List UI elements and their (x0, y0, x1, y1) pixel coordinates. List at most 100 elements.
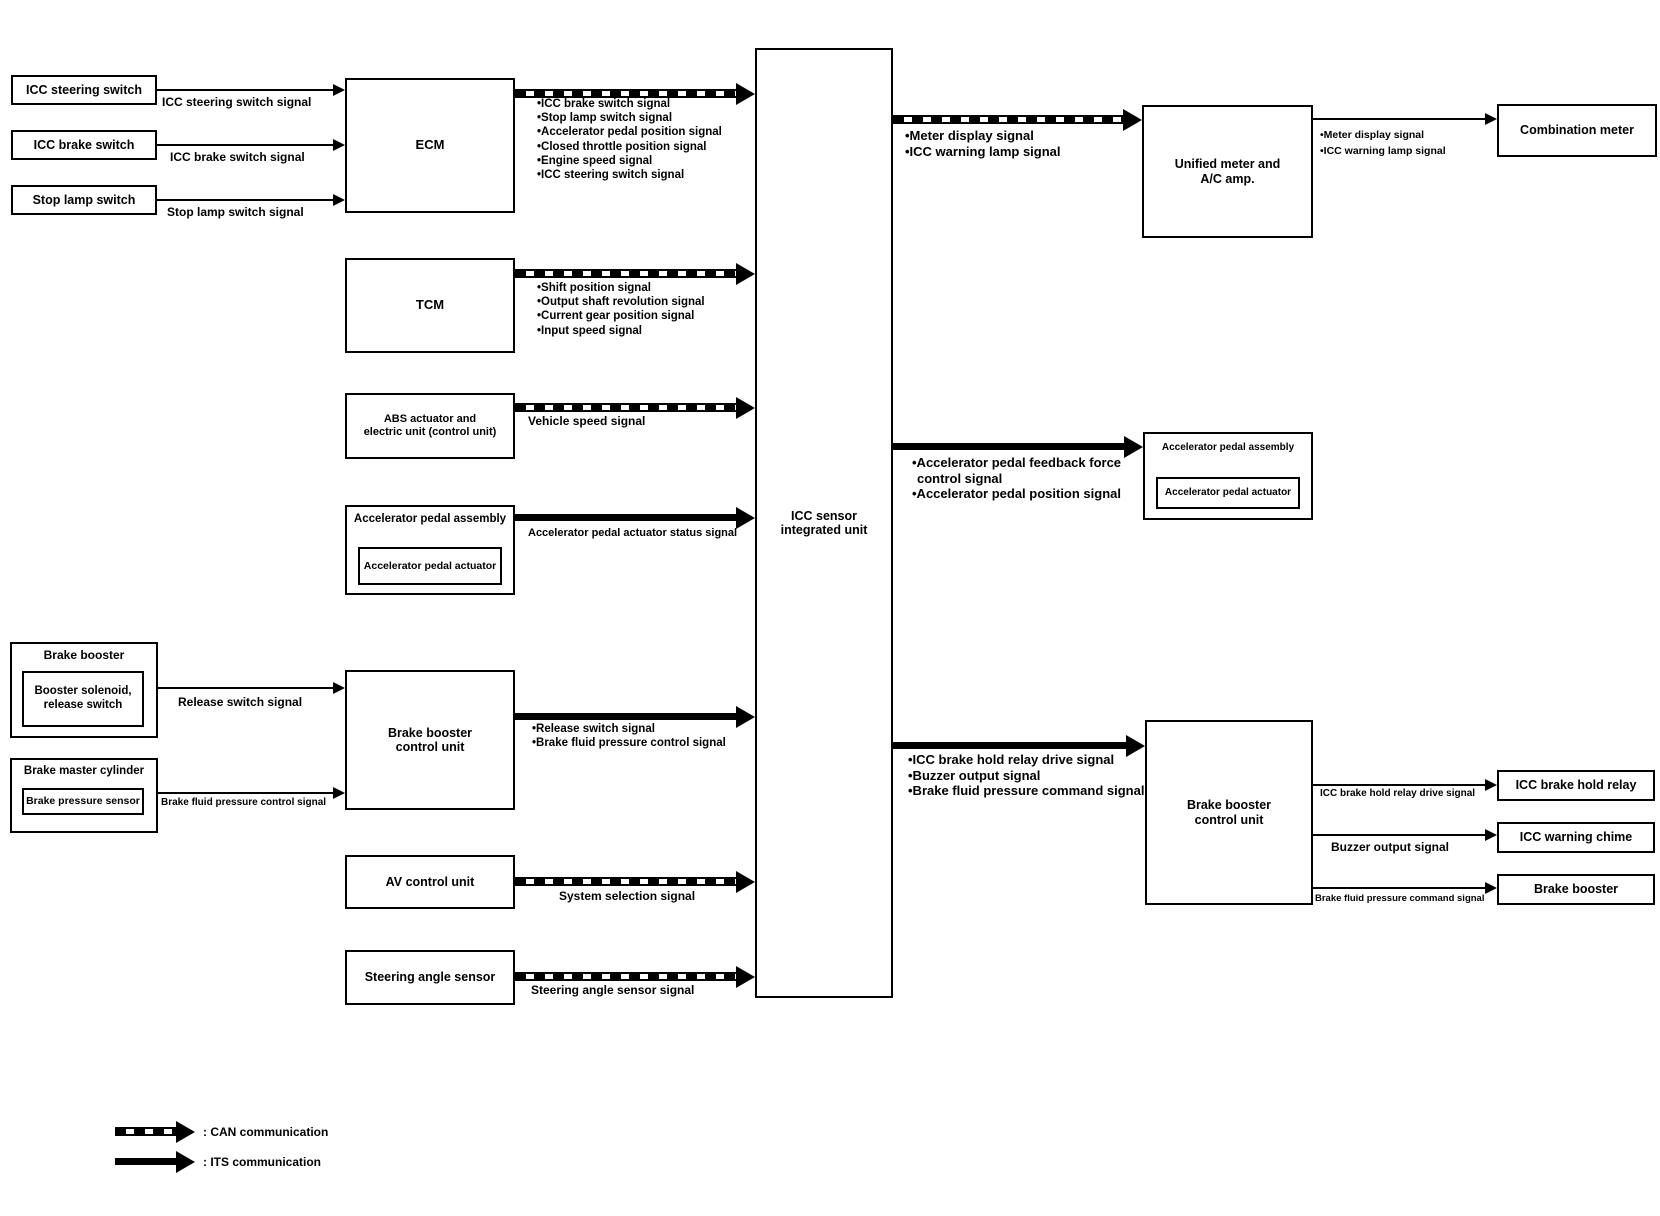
label-bbcu-signal-1: •Release switch signal (532, 723, 655, 735)
node-ecm: ECM (345, 78, 515, 213)
node-icc-brake-switch-label: ICC brake switch (33, 137, 135, 152)
label-combination-signal-2: •ICC warning lamp signal (1320, 145, 1446, 157)
label-group-icc-to-accel-pedal: •Accelerator pedal feedback force contro… (912, 455, 1121, 502)
node-icc-sensor-integrated-unit: ICC sensor integrated unit (755, 48, 893, 998)
node-brake-booster-left-label: Brake booster (43, 648, 125, 662)
label-ecm-signal-4: •Closed throttle position signal (537, 140, 707, 153)
node-accel-pedal-actuator-left: Accelerator pedal actuator (358, 547, 502, 585)
node-unified-meter-ac-amp: Unified meter and A/C amp. (1142, 105, 1313, 238)
arrow-icc-brake-to-ecm (157, 144, 333, 146)
node-accel-pedal-actuator-left-label: Accelerator pedal actuator (363, 559, 497, 572)
node-accel-pedal-assembly-right: Accelerator pedal assembly Accelerator p… (1143, 432, 1313, 520)
label-bbcu-signal-2: •Brake fluid pressure control signal (532, 737, 726, 750)
arrow-icc-to-accel-pedal-its (893, 443, 1124, 450)
node-steering-angle-sensor: Steering angle sensor (345, 950, 515, 1005)
label-tcm-signal-1: •Shift position signal (537, 282, 651, 294)
node-booster-solenoid-label: Booster solenoid, release switch (34, 685, 132, 711)
label-brake-fluid-pressure-command-signal: Brake fluid pressure command signal (1315, 893, 1485, 904)
label-icc-bbcu-signal-2: •Buzzer output signal (908, 767, 1041, 783)
node-accel-pedal-actuator-right: Accelerator pedal actuator (1156, 477, 1300, 509)
arrow-accel-pedal-to-icc-its (515, 514, 736, 521)
arrow-steering-angle-to-icc-can (515, 972, 736, 981)
node-av-control-unit: AV control unit (345, 855, 515, 909)
label-group-ecm-to-icc: •ICC brake switch signal •Stop lamp swit… (537, 97, 722, 182)
label-group-bbcu-to-icc: •Release switch signal •Brake fluid pres… (532, 722, 726, 750)
node-icc-steering-switch-label: ICC steering switch (26, 82, 142, 97)
label-group-tcm-to-icc: •Shift position signal •Output shaft rev… (537, 281, 705, 338)
node-stop-lamp-switch-label: Stop lamp switch (32, 192, 136, 207)
label-accel-feedback-signal-2: control signal (917, 470, 1003, 486)
arrow-brake-pressure-to-bbcu (158, 792, 333, 794)
legend-its-label: : ITS communication (203, 1155, 322, 1169)
label-tcm-signal-4: •Input speed signal (537, 324, 642, 337)
node-brake-booster-control-unit-left-label: Brake booster control unit (387, 725, 473, 754)
legend-can-label: : CAN communication (203, 1125, 329, 1139)
label-ecm-signal-6: •ICC steering switch signal (537, 169, 685, 182)
node-abs-actuator: ABS actuator and electric unit (control … (345, 393, 515, 459)
arrow-bbcu-to-brake-hold-relay (1313, 784, 1485, 786)
node-icc-brake-switch: ICC brake switch (11, 130, 157, 160)
label-brake-fluid-pressure-control-signal: Brake fluid pressure control signal (161, 797, 327, 808)
arrow-icc-to-unified-meter-can (893, 115, 1123, 124)
node-combination-meter: Combination meter (1497, 104, 1657, 157)
label-ecm-signal-1: •ICC brake switch signal (537, 98, 671, 110)
label-icc-brake-hold-relay-drive-signal: ICC brake hold relay drive signal (1320, 788, 1476, 799)
legend-can-arrow-icon (115, 1127, 176, 1136)
node-brake-booster-right-label: Brake booster (1533, 882, 1619, 897)
node-steering-angle-sensor-label: Steering angle sensor (364, 970, 496, 985)
node-unified-meter-ac-amp-label: Unified meter and A/C amp. (1174, 157, 1281, 186)
node-tcm: TCM (345, 258, 515, 353)
node-brake-booster-left: Brake booster Booster solenoid, release … (10, 642, 158, 738)
node-abs-actuator-label-line1: ABS actuator and (383, 413, 477, 426)
label-system-selection-signal: System selection signal (559, 889, 696, 903)
node-tcm-label: TCM (415, 297, 445, 313)
node-brake-pressure-sensor-label: Brake pressure sensor (26, 795, 140, 808)
node-brake-master-cylinder-label: Brake master cylinder (23, 765, 145, 777)
node-brake-booster-control-unit-right: Brake booster control unit (1145, 720, 1313, 905)
node-brake-booster-control-unit-right-label: Brake booster control unit (1186, 798, 1272, 827)
arrow-bbcu-to-warning-chime (1313, 834, 1485, 836)
arrow-unified-meter-to-combination-meter (1313, 118, 1485, 120)
label-icc-brake-switch-signal: ICC brake switch signal (170, 150, 305, 164)
label-tcm-signal-2: •Output shaft revolution signal (537, 296, 705, 309)
node-stop-lamp-switch: Stop lamp switch (11, 185, 157, 215)
node-accel-pedal-assembly-right-label: Accelerator pedal assembly (1161, 442, 1295, 453)
arrow-abs-to-icc-can (515, 403, 736, 412)
label-release-switch-signal: Release switch signal (178, 695, 303, 709)
label-icc-bbcu-signal-1: •ICC brake hold relay drive signal (908, 752, 1115, 767)
arrow-av-to-icc-can (515, 877, 736, 886)
label-meter-signal-2: •ICC warning lamp signal (905, 143, 1061, 159)
arrow-ecm-to-icc-can (515, 89, 736, 98)
node-icc-sensor-integrated-unit-label: ICC sensor integrated unit (780, 508, 868, 537)
label-combination-signal-1: •Meter display signal (1320, 129, 1425, 141)
arrow-tcm-to-icc-can (515, 269, 736, 278)
label-accel-feedback-signal-1: •Accelerator pedal feedback force (912, 455, 1122, 470)
arrow-stop-lamp-to-ecm (157, 199, 333, 201)
arrow-icc-steering-to-ecm (157, 89, 333, 91)
label-icc-steering-switch-signal: ICC steering switch signal (162, 95, 312, 109)
arrow-bbcu-to-icc-its (515, 713, 736, 720)
node-icc-brake-hold-relay: ICC brake hold relay (1497, 770, 1655, 801)
label-buzzer-output-signal: Buzzer output signal (1331, 840, 1449, 854)
label-icc-bbcu-signal-3: •Brake fluid pressure command signal (908, 783, 1145, 798)
label-stop-lamp-switch-signal: Stop lamp switch signal (167, 205, 304, 219)
arrow-icc-to-bbcu-its (893, 742, 1126, 749)
node-brake-master-cylinder: Brake master cylinder Brake pressure sen… (10, 758, 158, 833)
label-ecm-signal-2: •Stop lamp switch signal (537, 112, 673, 125)
label-ecm-signal-5: •Engine speed signal (537, 154, 653, 167)
label-group-meter-to-combination: •Meter display signal •ICC warning lamp … (1320, 127, 1446, 159)
label-tcm-signal-3: •Current gear position signal (537, 310, 695, 323)
node-icc-warning-chime-label: ICC warning chime (1519, 830, 1633, 845)
label-accel-pedal-actuator-status-signal: Accelerator pedal actuator status signal (528, 527, 738, 539)
arrow-bbcu-to-brake-booster (1313, 887, 1485, 889)
arrow-release-switch-to-bbcu (158, 687, 333, 689)
label-vehicle-speed-signal: Vehicle speed signal (528, 414, 646, 428)
node-booster-solenoid: Booster solenoid, release switch (22, 671, 144, 727)
node-av-control-unit-label: AV control unit (385, 874, 475, 889)
label-group-icc-to-meter: •Meter display signal •ICC warning lamp … (905, 128, 1061, 159)
label-steering-angle-sensor-signal: Steering angle sensor signal (531, 983, 695, 997)
node-accel-pedal-assembly-left-label: Accelerator pedal assembly (353, 513, 507, 525)
node-combination-meter-label: Combination meter (1520, 123, 1634, 138)
node-accel-pedal-assembly-left: Accelerator pedal assembly Accelerator p… (345, 505, 515, 595)
